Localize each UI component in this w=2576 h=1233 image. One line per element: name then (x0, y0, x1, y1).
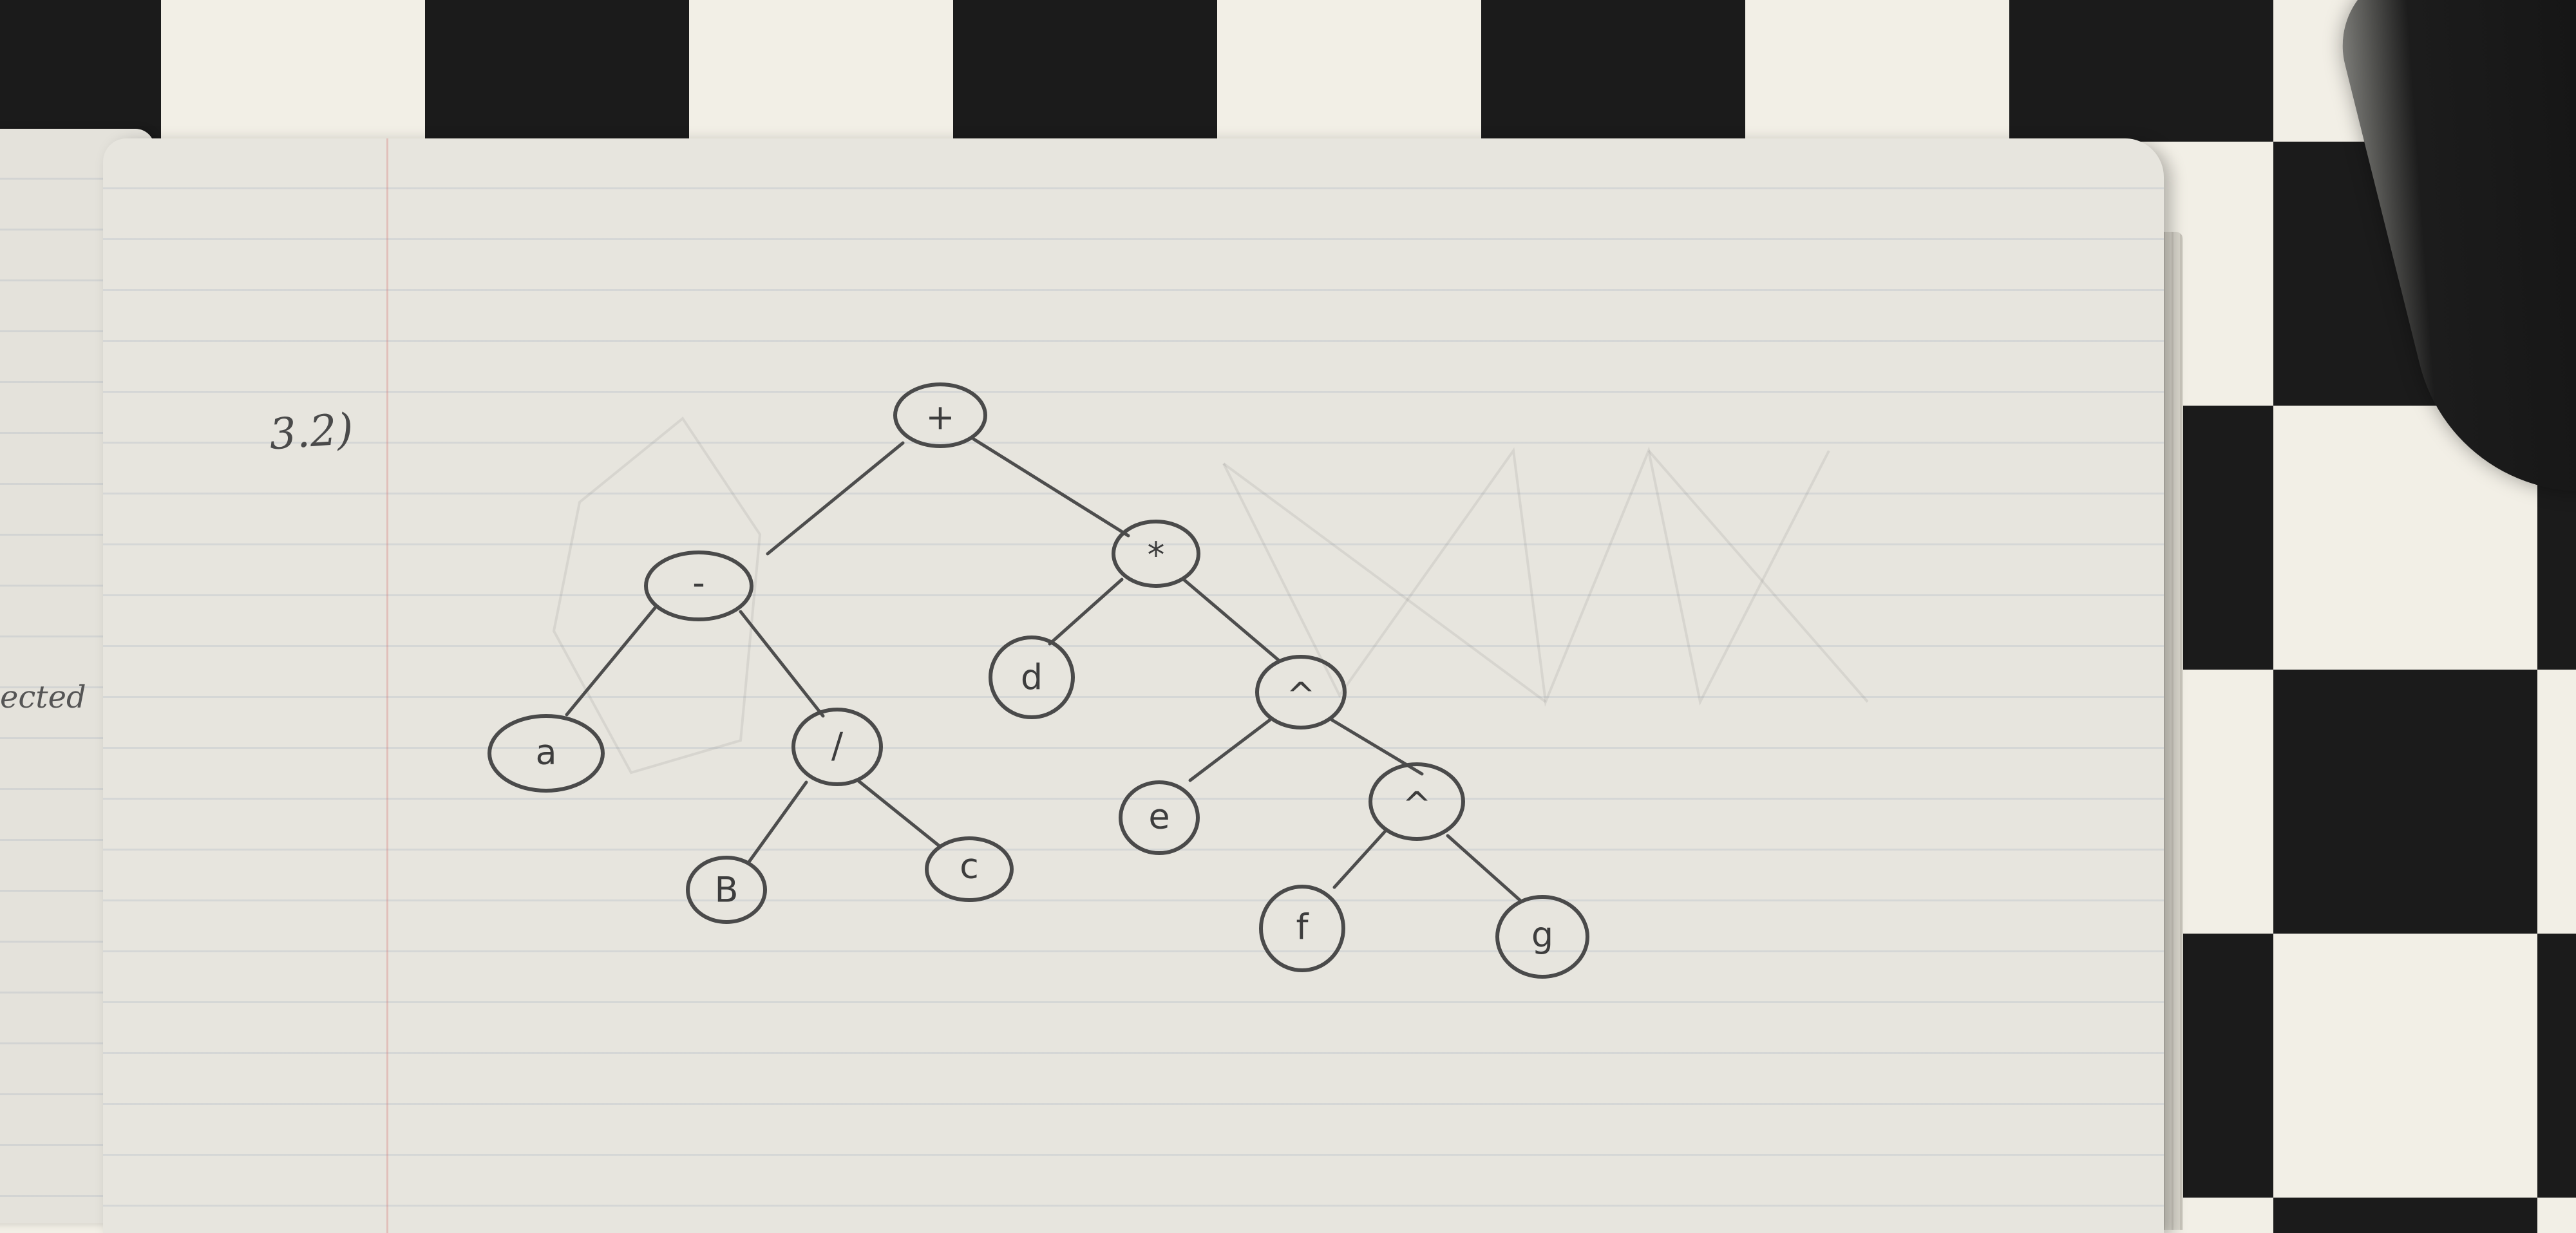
expression-tree-diagram: + - * a / B c d (488, 382, 1589, 979)
node-plus-label: + (925, 397, 954, 438)
node-e-label: e (1148, 796, 1170, 837)
edge-minus-div (739, 610, 825, 718)
node-f-label: f (1296, 907, 1309, 948)
edge-times-caret1 (1182, 578, 1280, 662)
edge-div-c (856, 778, 942, 849)
edge-caret1-e (1188, 718, 1272, 782)
edge-minus-a (565, 605, 658, 717)
tree-nodes: + - * a / B c d (488, 382, 1589, 979)
node-div: / (791, 708, 883, 786)
edge-caret2-g (1446, 834, 1522, 902)
node-b: B (686, 856, 767, 924)
edge-plus-times (972, 437, 1130, 538)
node-caret2-label: ^ (1402, 785, 1431, 825)
node-times: * (1112, 520, 1200, 588)
node-c-label: c (960, 846, 979, 887)
node-a-label: a (535, 732, 556, 773)
notebook-page (103, 138, 2164, 1233)
node-d: d (989, 635, 1075, 719)
node-times-label: * (1148, 535, 1165, 576)
node-caret1: ^ (1255, 655, 1347, 729)
edge-plus-minus (766, 441, 905, 556)
node-d-label: d (1021, 657, 1043, 698)
node-minus: - (644, 551, 753, 621)
left-page-text-fragment: ected (0, 679, 86, 715)
node-caret2: ^ (1368, 762, 1465, 841)
node-caret1-label: ^ (1286, 675, 1315, 716)
edge-div-b (746, 780, 808, 865)
tree-edges (565, 437, 1522, 902)
node-c: c (925, 836, 1014, 902)
node-minus-label: - (692, 563, 705, 603)
node-div-label: / (831, 726, 844, 766)
node-g: g (1495, 895, 1589, 979)
edge-times-d (1048, 578, 1124, 646)
margin-line (386, 138, 388, 1233)
edge-caret2-f (1332, 830, 1387, 889)
node-b-label: B (714, 870, 738, 910)
node-f: f (1259, 885, 1345, 972)
node-g-label: g (1531, 915, 1553, 955)
node-plus: + (893, 382, 987, 448)
node-e: e (1119, 780, 1200, 855)
node-a: a (488, 714, 605, 793)
